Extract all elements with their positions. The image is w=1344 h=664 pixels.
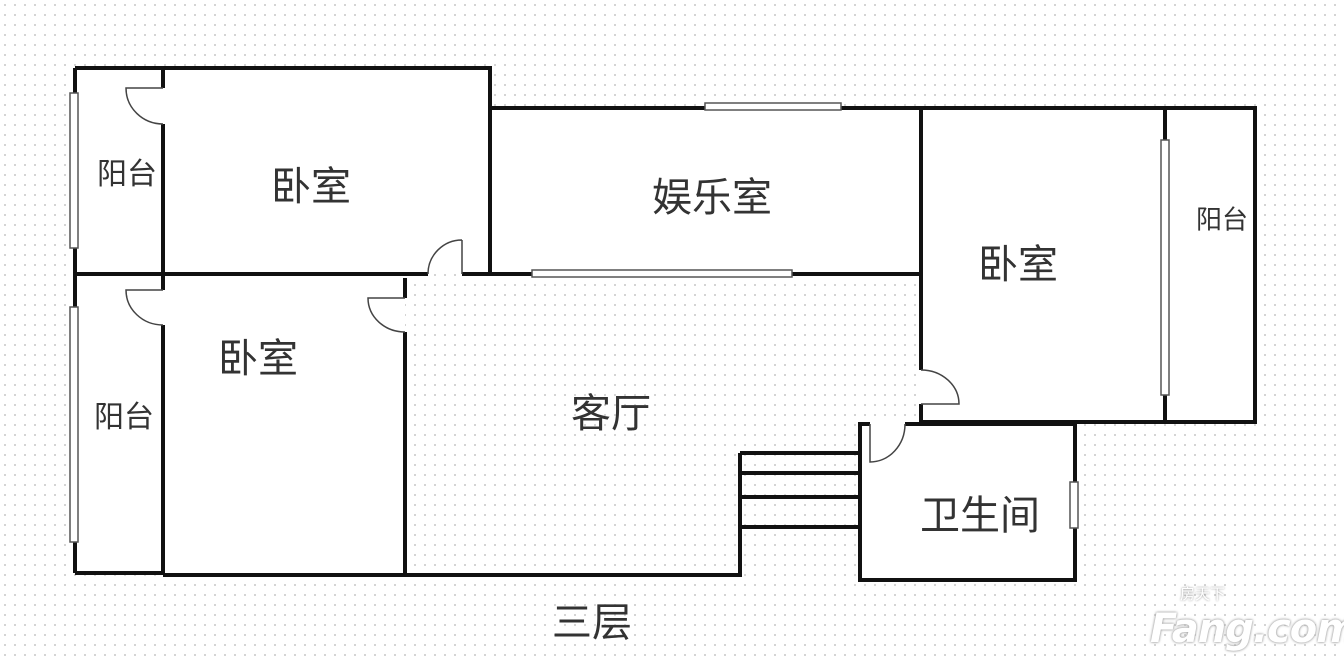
room-fill-top-left [75,68,490,274]
watermark-logo-cn: 房天下 [1180,585,1226,603]
label-entertainment-room: 娱乐室 [652,175,772,221]
windows [69,92,1170,543]
label-balcony-right: 阳台 [1195,205,1249,236]
label-bedroom-right: 卧室 [978,242,1058,288]
room-fill-bottom-left [75,274,405,574]
label-bedroom-bottom: 卧室 [218,336,298,382]
label-balcony-bottom-left: 阳台 [94,400,154,435]
label-bathroom: 卫生间 [920,493,1040,539]
watermark-logo: Fang.com [1150,606,1344,652]
label-living-room: 客厅 [571,391,651,437]
room-fill-right [921,108,1255,422]
doors [125,87,960,463]
label-bedroom-top: 卧室 [271,164,351,210]
floor-label: 三层 [552,600,632,646]
label-balcony-top-left: 阳台 [97,157,157,192]
